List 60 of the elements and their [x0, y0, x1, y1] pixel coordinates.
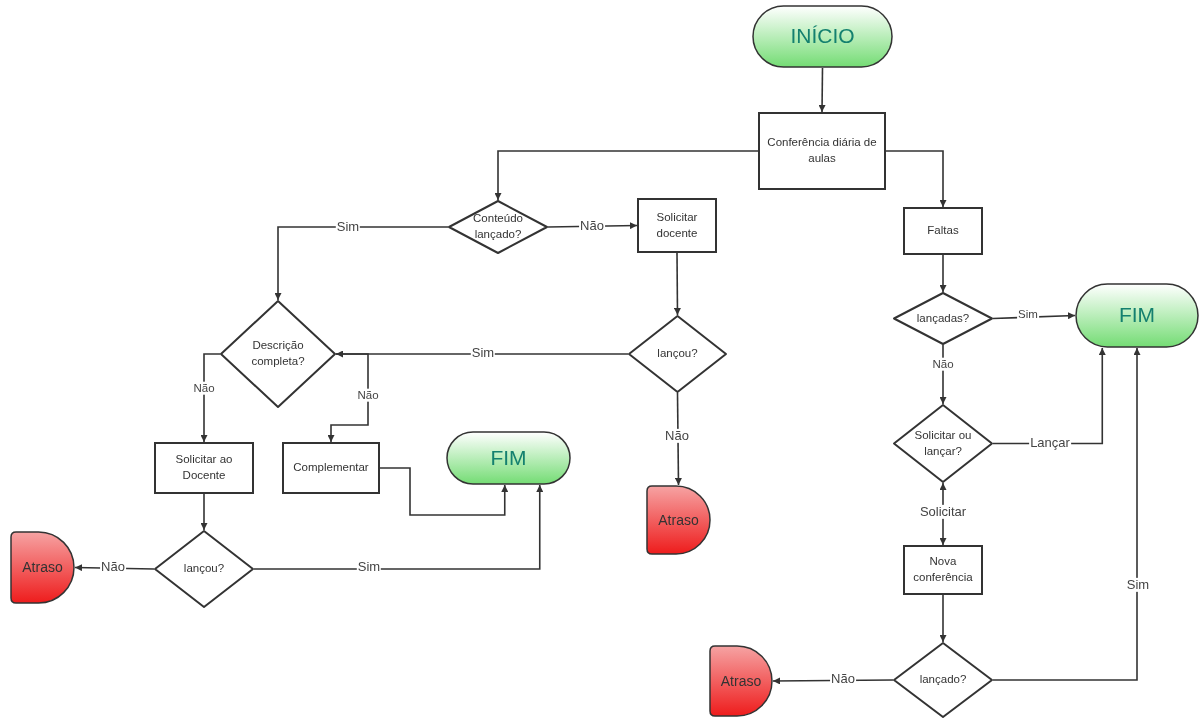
- arrow: [939, 594, 947, 643]
- process-box: [637, 198, 717, 253]
- node-label: Nova conferência: [912, 554, 974, 585]
- node-label: Solicitar docente: [655, 210, 699, 241]
- arrow: [939, 344, 947, 405]
- process-box: [903, 207, 983, 255]
- decision-diamond: [448, 200, 548, 254]
- arrow: [253, 484, 544, 570]
- node-label: lançou?: [657, 346, 698, 362]
- node-label: Atraso: [22, 558, 63, 577]
- node-label: FIM: [1118, 302, 1156, 329]
- terminal-pill: [446, 431, 571, 485]
- node-label: Solicitar ou lançar?: [913, 428, 973, 459]
- edge-label: Sim: [1017, 307, 1039, 321]
- node-label: lançou?: [183, 561, 225, 577]
- node-label: Atraso: [720, 671, 762, 691]
- arrow: [327, 353, 369, 443]
- edge-label: Não: [356, 388, 380, 402]
- arrow: [818, 67, 826, 113]
- delay-shape: [646, 485, 711, 555]
- arrow: [992, 347, 1141, 681]
- decision-diamond: [893, 292, 993, 345]
- arrow: [885, 150, 947, 208]
- arrow: [494, 150, 759, 201]
- terminal-pill: [1075, 283, 1199, 348]
- node-label: lançadas?: [916, 310, 970, 326]
- edge-label: Lançar: [1029, 435, 1071, 451]
- node-label: Complementar: [293, 460, 369, 476]
- decision-diamond: [154, 530, 254, 608]
- delay-shape: [709, 645, 773, 717]
- arrow: [673, 252, 681, 316]
- process-box: [154, 442, 254, 494]
- node-label: INÍCIO: [790, 23, 855, 50]
- node-label: Faltas: [927, 223, 959, 239]
- node-label: FIM: [490, 444, 527, 471]
- node-label: Conteúdo lançado?: [472, 211, 524, 242]
- decision-diamond: [893, 404, 993, 483]
- arrow: [939, 254, 947, 293]
- arrow: [200, 493, 208, 531]
- delay-shape: [10, 531, 75, 604]
- edge-label: Solicitar: [918, 504, 968, 520]
- edge-label: Não: [931, 357, 955, 371]
- decision-diamond: [628, 315, 727, 393]
- arrow: [200, 353, 221, 443]
- arrow: [992, 312, 1076, 320]
- decision-diamond: [893, 642, 993, 718]
- edge-label: Não: [192, 381, 216, 395]
- node-label: Atraso: [658, 510, 699, 530]
- process-box: [758, 112, 886, 190]
- node-label: Conferência diária de aulas: [766, 135, 878, 166]
- arrow: [379, 467, 509, 516]
- process-box: [903, 545, 983, 595]
- edge-label: Sim: [1125, 577, 1151, 593]
- decision-diamond: [220, 300, 336, 408]
- process-box: [282, 442, 380, 494]
- node-label: Solicitar ao Docente: [174, 452, 234, 483]
- edge-label: Não: [664, 428, 690, 444]
- node-label: lançado?: [919, 672, 967, 688]
- node-label: Descrição completa?: [250, 338, 306, 369]
- arrow: [274, 226, 449, 301]
